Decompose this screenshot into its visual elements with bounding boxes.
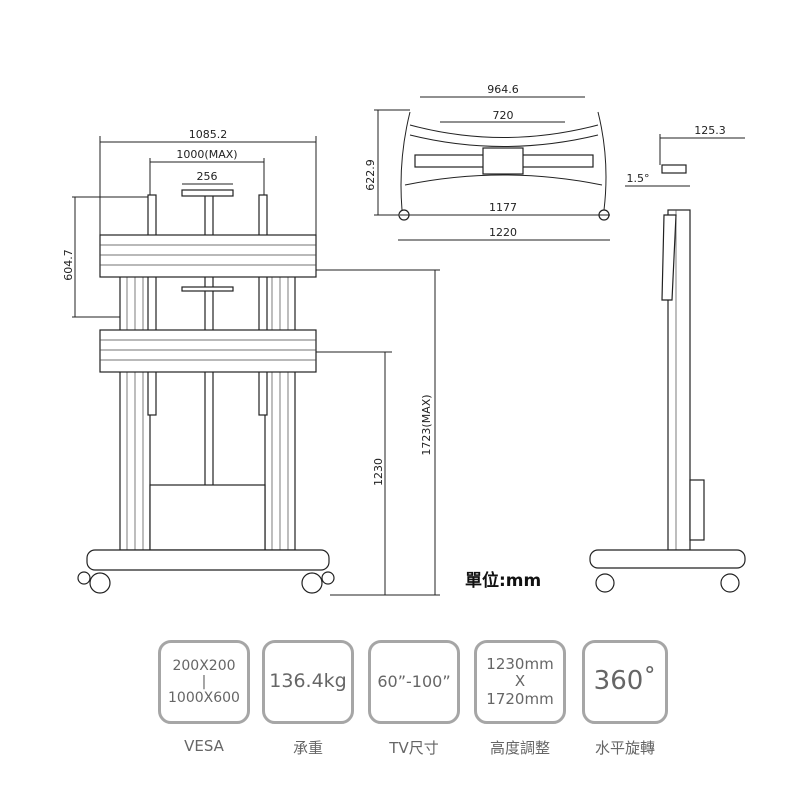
spec-caption: 承重 <box>292 739 323 757</box>
spec-line: | <box>201 673 207 690</box>
dim-side-depth: 125.3 <box>694 124 726 137</box>
spec-line: 200X200 <box>172 657 236 674</box>
dim-top-outer: 964.6 <box>487 83 519 96</box>
spec-caption: 高度調整 <box>489 739 550 757</box>
spec-line: 1000X600 <box>168 690 240 707</box>
spec-line: 136.4kg <box>269 670 347 693</box>
spec-badge-vesa: 200X200 | 1000X600 <box>158 640 250 724</box>
spec-caption: 水平旋轉 <box>594 739 655 757</box>
spec-caption: TV尺寸 <box>389 739 439 757</box>
dim-bottom-outer: 1220 <box>489 226 517 239</box>
side-view: 125.3 1.5° <box>589 124 746 593</box>
dim-bottom-inner: 1177 <box>489 201 517 214</box>
spec-line: 1230mm <box>486 655 554 674</box>
spec-line: 1720mm <box>486 689 554 708</box>
front-view: 1085.2 1000(MAX) 256 604.7 1230 1723(MAX… <box>62 128 440 596</box>
spec-badge-rotation: 360˚ <box>582 640 668 724</box>
dim-top-inner: 720 <box>493 109 514 122</box>
spec-line: X <box>514 672 526 691</box>
dim-height-min: 1230 <box>372 458 385 486</box>
spec-badge-tv-size: 60”-100” <box>368 640 460 724</box>
dim-center-width: 256 <box>197 170 218 183</box>
dim-tilt: 1.5° <box>627 172 650 185</box>
spec-line: 60”-100” <box>377 671 451 691</box>
unit-label: 單位:mm <box>465 571 542 591</box>
dim-mount-height: 604.7 <box>62 249 75 281</box>
spec-line: 360˚ <box>593 666 657 697</box>
dim-width-total: 1085.2 <box>189 128 228 141</box>
dim-height-max: 1723(MAX) <box>420 394 433 455</box>
spec-badge-load: 136.4kg <box>262 640 354 724</box>
dim-depth: 622.9 <box>364 159 377 191</box>
spec-caption: VESA <box>184 737 224 755</box>
top-view: 964.6 720 622.9 1177 1220 <box>364 83 610 241</box>
dim-width-max: 1000(MAX) <box>176 148 237 161</box>
spec-badge-height: 1230mm X 1720mm <box>474 640 566 724</box>
